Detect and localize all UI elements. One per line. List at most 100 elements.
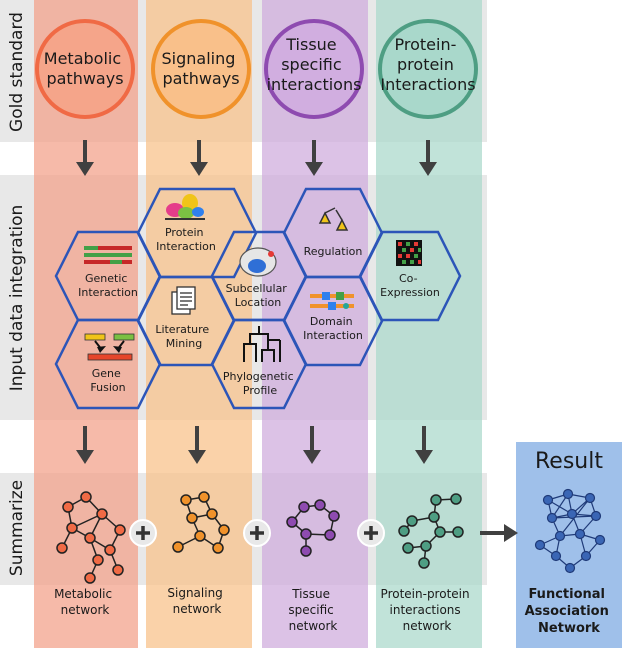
phylogenetic-profile-line-1: Phylogenetic (223, 370, 294, 383)
gene-fusion-label: Gene Fusion (90, 367, 125, 394)
signaling-network-graph (172, 491, 230, 554)
hexagon-grid (54, 187, 462, 410)
down-arrows-middle (76, 426, 433, 464)
co-expression-line-1: Co- (399, 272, 418, 285)
tissue-interactions-circle (264, 19, 364, 119)
ppi-line-3: Interactions (380, 75, 475, 94)
result-title: Result (535, 449, 603, 474)
protein-interaction-line-2: Interaction (156, 240, 216, 253)
gene-fusion-line-2: Fusion (90, 381, 125, 394)
co-expression-heatmap-icon (396, 240, 422, 266)
protein-interaction-icon (165, 194, 205, 220)
genetic-interaction-label: Genetic Interaction (78, 272, 138, 299)
tissue-interactions-line-3: interactions (267, 75, 362, 94)
signaling-network-label: Signaling network (167, 586, 226, 616)
ppi-circle (378, 19, 478, 119)
protein-interaction-label: Protein Interaction (156, 226, 216, 253)
ppi-network-line-1: Protein-protein (381, 587, 470, 601)
result-network-graph (534, 488, 606, 574)
row-label-input-integration: Input data integration (7, 205, 27, 392)
literature-document-icon (171, 286, 196, 315)
down-arrow-icon (305, 140, 323, 176)
row-label-gold-standard: Gold standard (7, 12, 27, 132)
signaling-network-line-1: Signaling (167, 586, 222, 600)
subcellular-location-line-2: Location (235, 296, 282, 309)
genetic-interaction-line-1: Genetic (85, 272, 127, 285)
down-arrow-icon (188, 426, 206, 464)
hex-gene-fusion (54, 318, 162, 410)
metabolic-pathways-line-2: pathways (46, 69, 123, 88)
ppi-line-2: protein (397, 55, 454, 74)
down-arrow-icon (190, 140, 208, 176)
literature-mining-label: Literature Mining (155, 323, 212, 350)
down-arrow-icon (419, 140, 437, 176)
down-arrow-icon (415, 426, 433, 464)
ppi-network-graph (398, 493, 464, 569)
ppi-network-label: Protein-protein interactions network (381, 587, 474, 633)
phylogenetic-tree-icon (243, 326, 281, 362)
tissue-network-line-2: specific (288, 603, 333, 617)
co-expression-line-2: Expression (380, 286, 440, 299)
ppi-label: Protein- protein Interactions (380, 35, 475, 94)
tissue-interactions-label: Tissue specific interactions (267, 35, 362, 94)
tissue-network-label: Tissue specific network (288, 587, 337, 633)
ppi-line-1: Protein- (395, 35, 457, 54)
co-expression-label: Co- Expression (380, 272, 440, 299)
subcellular-location-line-1: Subcellular (226, 282, 288, 295)
ppi-network-line-3: network (403, 619, 452, 633)
domain-interaction-icon (310, 292, 354, 310)
domain-interaction-line-2: Interaction (303, 329, 363, 342)
metabolic-network-graph (56, 491, 126, 584)
subcellular-location-label: Subcellular Location (226, 282, 291, 309)
right-arrow-icon (480, 524, 518, 542)
gene-fusion-line-1: Gene (92, 367, 121, 380)
tissue-interactions-line-1: Tissue (285, 35, 336, 54)
protein-interaction-line-1: Protein (165, 226, 204, 239)
row-label-summarize: Summarize (7, 480, 27, 576)
hex-phylogenetic-profile (210, 318, 308, 410)
down-arrow-icon (76, 426, 94, 464)
down-arrow-icon (303, 426, 321, 464)
metabolic-network-line-2: network (61, 603, 110, 617)
plus-icon (129, 519, 157, 547)
result-label-line-1: Functional (528, 587, 605, 602)
down-arrow-icon (76, 140, 94, 176)
regulation-label: Regulation (304, 245, 363, 258)
result-label-line-2: Association (525, 604, 609, 619)
literature-mining-line-2: Mining (166, 337, 203, 350)
metabolic-pathways-circle (35, 19, 135, 119)
phylogenetic-profile-line-2: Profile (243, 384, 277, 397)
tissue-interactions-line-2: specific (281, 55, 341, 74)
literature-mining-line-1: Literature (155, 323, 209, 336)
down-arrows-top (76, 140, 437, 176)
signaling-pathways-line-2: pathways (162, 69, 239, 88)
metabolic-network-label: Metabolic network (54, 587, 116, 617)
genetic-interaction-icon (84, 246, 132, 264)
plus-icons (129, 519, 385, 547)
ppi-network-line-2: interactions (390, 603, 461, 617)
gene-fusion-icon (84, 333, 135, 361)
signaling-pathways-label: Signaling pathways (162, 49, 241, 88)
tissue-network-line-1: Tissue (291, 587, 330, 601)
tissue-network-graph (286, 499, 340, 557)
genetic-interaction-line-2: Interaction (78, 286, 138, 299)
signaling-network-line-2: network (173, 602, 222, 616)
tissue-network-line-3: network (289, 619, 338, 633)
result-label: Functional Association Network (525, 587, 614, 636)
metabolic-pathways-label: Metabolic pathways (44, 49, 126, 88)
result-box (516, 442, 622, 648)
metabolic-network-line-1: Metabolic (54, 587, 112, 601)
signaling-pathways-circle (151, 19, 251, 119)
result-label-line-3: Network (538, 621, 600, 636)
phylogenetic-profile-label: Phylogenetic Profile (223, 370, 297, 397)
plus-icon (243, 519, 271, 547)
signaling-pathways-line-1: Signaling (162, 49, 236, 68)
domain-interaction-label: Domain Interaction (303, 315, 363, 342)
plus-icon (357, 519, 385, 547)
subcellular-cell-icon (239, 247, 277, 277)
domain-interaction-line-1: Domain (310, 315, 353, 328)
metabolic-pathways-line-1: Metabolic (44, 49, 121, 68)
regulation-icon (318, 207, 349, 231)
